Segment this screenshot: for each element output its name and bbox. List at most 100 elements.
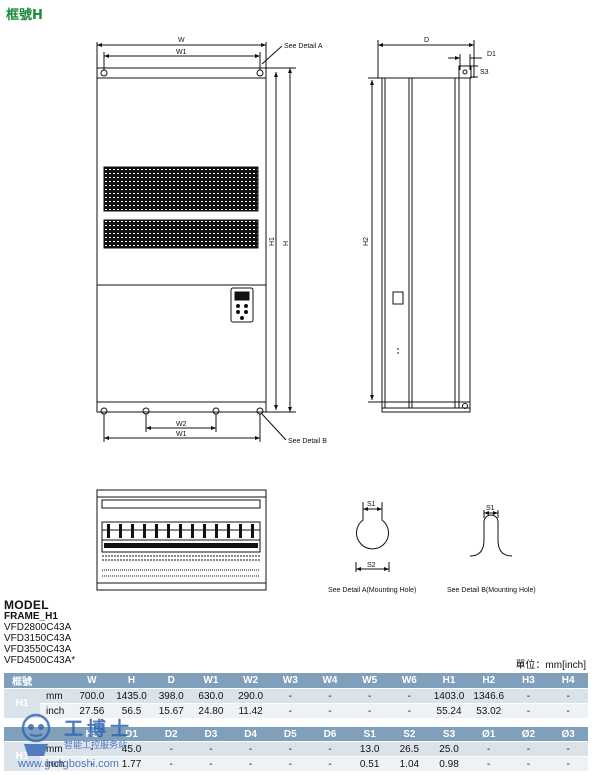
unit-cell: inch: [40, 703, 72, 719]
header-cell: W: [72, 673, 112, 689]
side-view: [368, 40, 482, 413]
table-cell: 1.04: [389, 756, 430, 772]
frame-cell: H1: [4, 688, 40, 719]
header-cell: H4: [548, 673, 588, 689]
header-cell: D4: [230, 727, 271, 742]
header-cell: H5: [72, 727, 112, 742]
table-cell: 56.5: [111, 703, 152, 719]
table-cell: 11.42: [230, 703, 271, 719]
header-cell: D6: [310, 727, 350, 742]
table-cell: -: [310, 741, 350, 757]
header-cell: H1: [429, 673, 469, 689]
detail-a-caption: See Detail A(Mounting Hole): [328, 587, 416, 594]
watermark-url: www.gongboshi.com: [18, 758, 119, 770]
model-item: VFD3150C43A: [4, 633, 72, 644]
detail-a-view: [355, 502, 390, 572]
header-cell: W4: [310, 673, 350, 689]
unit-note: 單位：mm[inch]: [515, 660, 586, 671]
table-row: inch - 1.77 - - - - - 0.51 1.04 0.98 - -…: [4, 756, 588, 772]
table-cell: 24.80: [191, 703, 231, 719]
frame-title: 框號H: [6, 8, 43, 23]
header-cell: S1: [349, 727, 390, 742]
robot-mascot-icon: [21, 713, 51, 756]
model-heading: MODEL: [4, 598, 49, 612]
dim-w1-bottom-label: W1: [176, 431, 187, 438]
table-cell: -: [230, 756, 271, 772]
dim-h1-label: H1: [269, 237, 276, 246]
header-cell: [40, 673, 72, 689]
table-cell: 26.5: [389, 741, 430, 757]
dim-d1-label: D1: [487, 51, 496, 58]
table-cell: 398.0: [151, 688, 192, 704]
header-cell: Ø3: [548, 727, 588, 742]
table-cell: -: [270, 688, 311, 704]
table-cell: 1.77: [111, 756, 152, 772]
model-item: VFD3550C43A: [4, 644, 72, 655]
header-cell: S3: [429, 727, 469, 742]
dim-w-label: W: [178, 37, 185, 44]
model-block: MODEL FRAME_H1 VFD2800C43A VFD3150C43A V…: [4, 598, 76, 666]
model-item: VFD4500C43A*: [4, 655, 76, 666]
table-cell: 1403.0: [429, 688, 469, 704]
table-cell: 1435.0: [111, 688, 152, 704]
table-header-row: H5 D1 D2 D3 D4 D5 D6 S1 S2 S3 Ø1 Ø2 Ø3: [4, 727, 588, 742]
table-cell: -: [389, 703, 430, 719]
table-cell: 290.0: [230, 688, 271, 704]
table-cell: 27.56: [72, 703, 112, 719]
table-cell: -: [508, 688, 549, 704]
table-cell: -: [230, 741, 271, 757]
front-view: [96, 42, 296, 442]
header-cell: H3: [508, 673, 549, 689]
header-cell: D3: [191, 727, 231, 742]
dim-d-label: D: [424, 37, 429, 44]
table-cell: -: [468, 756, 509, 772]
table-cell: 0.51: [349, 756, 390, 772]
header-cell: D2: [151, 727, 192, 742]
unit-cell: mm: [40, 741, 72, 757]
watermark-subtitle: 智能工控服务站: [64, 741, 128, 751]
table-cell: 15.67: [151, 703, 192, 719]
header-cell: H: [111, 673, 152, 689]
table-cell: -: [310, 703, 350, 719]
table-cell: 55.24: [429, 703, 469, 719]
dimension-drawing: W W1 H1 H W2 W1 See Detail A See Detail …: [96, 37, 536, 594]
frame-label: FRAME_H1: [4, 611, 58, 622]
table-cell: 53.02: [468, 703, 509, 719]
table-cell: -: [151, 741, 192, 757]
header-cell: [4, 727, 40, 742]
header-cell: W3: [270, 673, 311, 689]
table-row: H1 mm - 45.0 - - - - - 13.0 26.5 25.0 - …: [4, 741, 588, 772]
header-cell: H2: [468, 673, 509, 689]
detail-b-s1-label: S1: [486, 505, 495, 512]
dim-w1-top-label: W1: [176, 49, 187, 56]
watermark-title: 工博士: [64, 718, 134, 740]
table-cell: -: [270, 703, 311, 719]
detail-a-s1-label: S1: [367, 501, 376, 508]
table-cell: -: [270, 756, 311, 772]
table-cell: 700.0: [72, 688, 112, 704]
header-cell: W2: [230, 673, 271, 689]
table-cell: -: [72, 741, 112, 757]
detail-b-view: [469, 510, 513, 557]
table-cell: 630.0: [191, 688, 231, 704]
header-cell: W5: [349, 673, 390, 689]
detail-a-s2-label: S2: [367, 562, 376, 569]
table-cell: -: [548, 688, 588, 704]
table-cell: -: [151, 756, 192, 772]
table-cell: -: [389, 688, 430, 704]
header-cell: W6: [389, 673, 430, 689]
detail-b-caption: See Detail B(Mounting Hole): [447, 587, 536, 594]
unit-cell: mm: [40, 688, 72, 704]
dimension-table-1: 框號 W H D W1 W2 W3 W4 W5 W6 H1 H2 H3 H4 H…: [4, 673, 588, 719]
dimension-table-2: H5 D1 D2 D3 D4 D5 D6 S1 S2 S3 Ø1 Ø2 Ø3 H…: [4, 727, 588, 772]
header-cell: S2: [389, 727, 430, 742]
header-cell: D5: [270, 727, 311, 742]
table-cell: -: [468, 741, 509, 757]
dim-s3-label: S3: [480, 69, 489, 76]
table-cell: -: [548, 703, 588, 719]
see-detail-a-callout: See Detail A: [284, 43, 323, 50]
table-cell: -: [310, 688, 350, 704]
dim-w2-label: W2: [176, 421, 187, 428]
table-cell: 45.0: [111, 741, 152, 757]
header-cell: 框號: [4, 673, 40, 689]
